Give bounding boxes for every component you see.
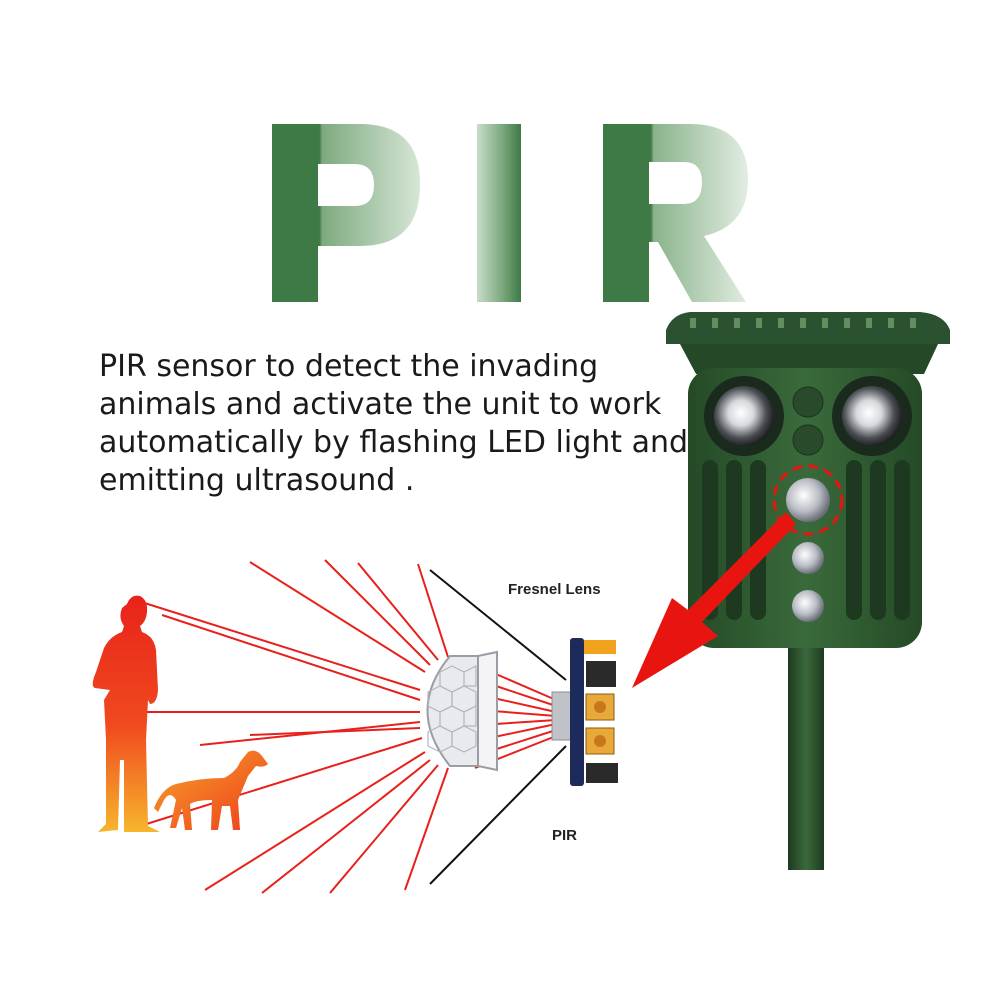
fresnel-lens-icon xyxy=(426,650,498,772)
field-of-view-lines xyxy=(429,569,567,885)
ray xyxy=(404,767,449,891)
ray xyxy=(161,614,421,701)
pir-label: PIR xyxy=(552,827,578,844)
heading-pir xyxy=(272,124,748,302)
pir-circuit-icon xyxy=(551,638,618,786)
repeller-device-icon xyxy=(666,312,950,870)
ray xyxy=(204,751,426,891)
ray xyxy=(357,562,439,661)
ray xyxy=(324,559,431,666)
description-text: PIR sensor to detect the invading animal… xyxy=(99,348,699,500)
description-line: PIR sensor to detect the invading xyxy=(99,349,599,384)
ray xyxy=(134,599,421,691)
ray xyxy=(417,563,449,658)
detection-rays xyxy=(105,559,557,894)
ray xyxy=(261,759,431,894)
pointer-arrow-icon xyxy=(632,512,796,688)
heading-letter-p xyxy=(272,124,420,302)
heading-letter-i xyxy=(477,124,521,302)
description-line: animals and activate the unit to work xyxy=(99,387,662,422)
description-line: emitting ultrasound . xyxy=(99,463,415,498)
device-stake xyxy=(788,640,824,870)
fresnel-lens-label: Fresnel Lens xyxy=(508,581,601,598)
heading-letter-r xyxy=(603,124,748,302)
ray xyxy=(249,727,421,736)
dog-figure-icon xyxy=(154,750,268,830)
ray xyxy=(249,561,426,673)
human-figure-icon xyxy=(92,595,160,832)
description-line: automatically by flashing LED light and xyxy=(99,425,689,460)
ray xyxy=(139,737,423,827)
ray xyxy=(329,764,439,894)
